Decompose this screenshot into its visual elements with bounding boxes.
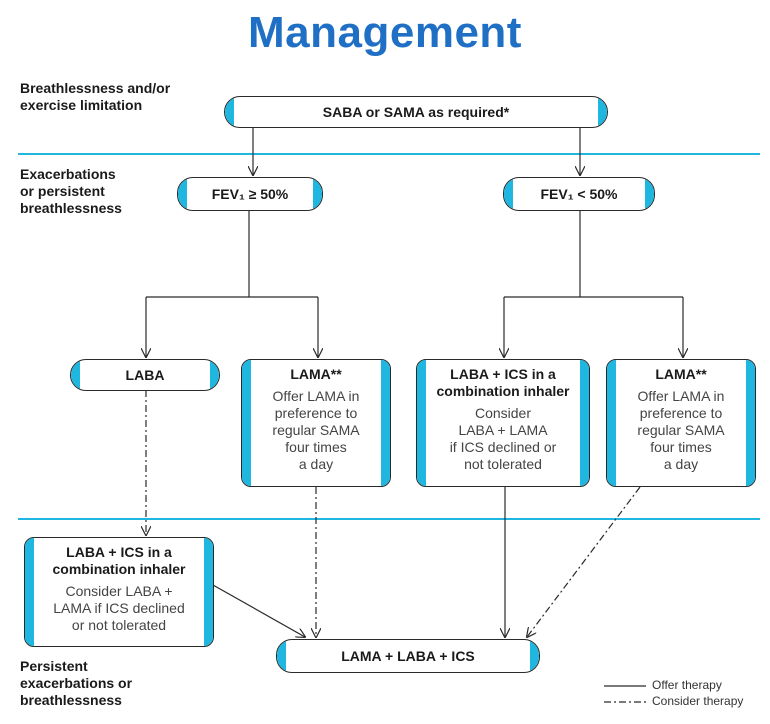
node-lama-right-body: Offer LAMA in preference to regular SAMA… [637, 388, 725, 472]
node-laba-ics-bottom: LABA + ICS in a combination inhaler Cons… [24, 537, 214, 647]
node-laba-ics-bottom-body: Consider LABA + LAMA if ICS declined or … [53, 583, 185, 633]
node-fev-high: FEV₁ ≥ 50% [177, 177, 323, 211]
stage-label-1-text: Breathlessness and/or exercise limitatio… [20, 80, 171, 113]
node-fev-low: FEV₁ < 50% [503, 177, 655, 211]
node-saba-sama-title: SABA or SAMA as required* [322, 103, 510, 120]
node-saba-sama: SABA or SAMA as required* [224, 96, 608, 128]
legend-offer-label: Offer therapy [652, 678, 722, 692]
node-laba-ics-bottom-title: LABA + ICS in a combination inhaler [52, 544, 186, 577]
node-fev-high-title: FEV₁ ≥ 50% [211, 185, 289, 202]
edge-lama-right-to-triple [527, 486, 641, 637]
stage-label-1: Breathlessness and/or exercise limitatio… [20, 80, 170, 114]
node-laba-ics-mid-body: Consider LABA + LAMA if ICS declined or … [449, 405, 557, 472]
stage-label-2: Exacerbations or persistent breathlessne… [20, 166, 122, 217]
legend-consider-label: Consider therapy [652, 694, 744, 708]
node-lama-left: LAMA** Offer LAMA in preference to regul… [241, 359, 391, 487]
stage-label-3-text: Persistent exacerbations or breathlessne… [20, 658, 133, 708]
node-laba-ics-mid-title: LABA + ICS in a combination inhaler [436, 366, 570, 399]
node-triple-therapy: LAMA + LABA + ICS [276, 639, 540, 673]
node-laba: LABA [70, 359, 220, 391]
page-title: Management [248, 8, 522, 57]
node-lama-left-body: Offer LAMA in preference to regular SAMA… [272, 388, 360, 472]
stage-label-3: Persistent exacerbations or breathlessne… [20, 658, 132, 709]
node-lama-right: LAMA** Offer LAMA in preference to regul… [606, 359, 756, 487]
node-triple-therapy-title: LAMA + LABA + ICS [341, 647, 475, 664]
stage-label-2-text: Exacerbations or persistent breathlessne… [20, 166, 122, 216]
node-fev-low-title: FEV₁ < 50% [540, 185, 618, 202]
node-laba-ics-mid: LABA + ICS in a combination inhaler Cons… [416, 359, 590, 487]
node-lama-right-title: LAMA** [655, 366, 707, 382]
node-lama-left-title: LAMA** [290, 366, 342, 382]
node-laba-title: LABA [125, 366, 165, 383]
edge-laba-ics-bottom-to-triple [212, 584, 305, 637]
